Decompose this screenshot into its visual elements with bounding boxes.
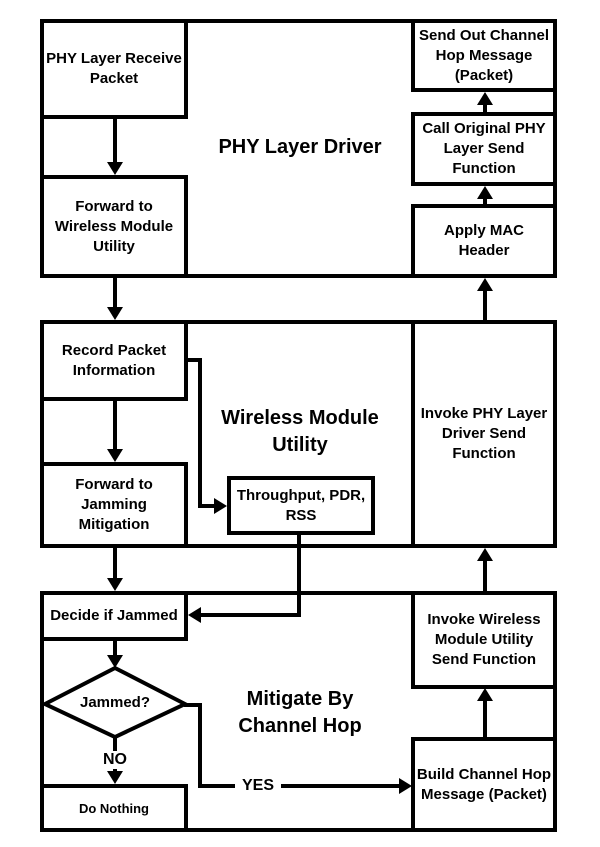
title-mitigate-by-channel-hop: Mitigate By Channel Hop: [238, 688, 362, 737]
box-phy-layer-receive-packet: PHY Layer Receive Packet: [40, 19, 188, 119]
arrowhead-left-icon: [188, 607, 201, 623]
decision-label: Jammed?: [79, 694, 151, 711]
box-label: Record Packet Information: [61, 341, 167, 379]
box-label: Throughput, PDR, RSS: [236, 486, 366, 524]
arrowhead-down-icon: [107, 307, 123, 320]
arrowhead-down-icon: [107, 655, 123, 668]
arrowhead-down-icon: [107, 162, 123, 175]
box-label: Do Nothing: [78, 800, 150, 816]
box-call-original-phy-send: Call Original PHY Layer Send Function: [411, 112, 557, 186]
arrowhead-down-icon: [107, 578, 123, 591]
arrowhead-right-icon: [214, 498, 227, 514]
label-yes: YES: [235, 777, 281, 795]
box-apply-mac-header: Apply MAC Header: [411, 204, 557, 278]
decision-jammed-diamond: Jammed?: [40, 664, 190, 741]
title-phy-layer-driver: PHY Layer Driver: [218, 136, 382, 158]
arrowhead-up-icon: [477, 92, 493, 105]
box-invoke-wireless-module-utility-send: Invoke Wireless Module Utility Send Func…: [411, 591, 557, 689]
box-label: Build Channel Hop Message (Packet): [416, 765, 552, 803]
box-label: Decide if Jammed: [50, 607, 178, 624]
diamond-shape-icon: [40, 665, 190, 740]
title-wireless-module-utility: Wireless Module Utility: [221, 407, 379, 456]
box-invoke-phy-layer-driver-send: Invoke PHY Layer Driver Send Function: [411, 320, 557, 548]
arrowhead-up-icon: [477, 548, 493, 561]
box-label: Forward to Jamming Mitigation: [75, 476, 153, 533]
arrowhead-down-icon: [107, 449, 123, 462]
arrowhead-up-icon: [477, 688, 493, 701]
box-build-channel-hop-message: Build Channel Hop Message (Packet): [411, 737, 557, 832]
box-label: Call Original PHY Layer Send Function: [422, 120, 546, 177]
box-label: Apply MAC Header: [444, 222, 524, 259]
box-label: Invoke PHY Layer Driver Send Function: [420, 405, 548, 462]
box-label: Send Out Channel Hop Message (Packet): [418, 26, 549, 84]
box-record-packet-information: Record Packet Information: [40, 320, 188, 401]
label-no: NO: [93, 751, 137, 769]
arrowhead-up-icon: [477, 278, 493, 291]
arrowhead-right-icon: [399, 778, 412, 794]
box-forward-to-jamming-mitigation: Forward to Jamming Mitigation: [40, 462, 188, 548]
box-do-nothing: Do Nothing: [40, 784, 188, 832]
box-send-out-channel-hop-message: Send Out Channel Hop Message (Packet): [411, 19, 557, 92]
box-label: PHY Layer Receive Packet: [46, 50, 182, 87]
box-forward-to-wireless-module-utility: Forward to Wireless Module Utility: [40, 175, 188, 278]
arrowhead-down-icon: [107, 771, 123, 784]
box-label: Invoke Wireless Module Utility Send Func…: [427, 611, 541, 668]
box-decide-if-jammed: Decide if Jammed: [40, 591, 188, 641]
box-label: Forward to Wireless Module Utility: [54, 197, 174, 255]
box-throughput-pdr-rss: Throughput, PDR, RSS: [227, 476, 375, 535]
arrowhead-up-icon: [477, 186, 493, 199]
